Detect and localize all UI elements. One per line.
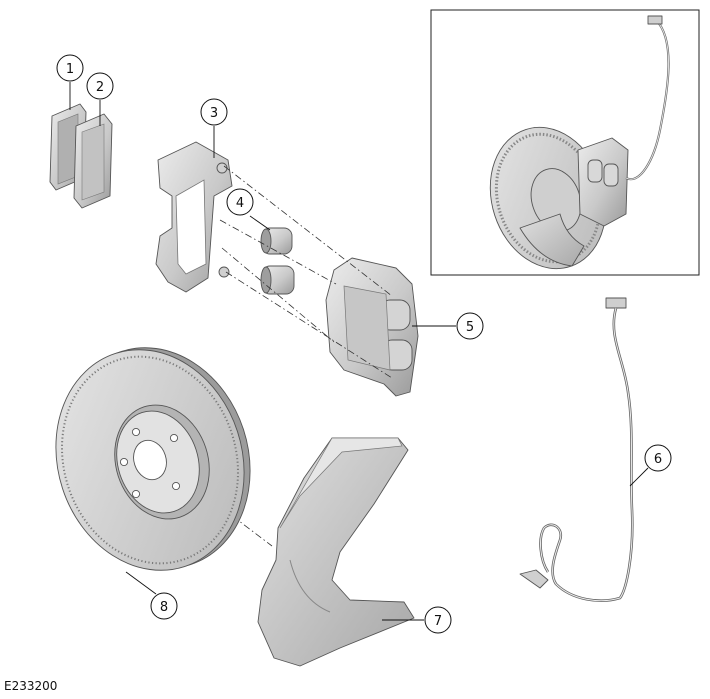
- brake-splash-shield: [257, 437, 415, 667]
- callout-label-8: 8: [160, 600, 168, 615]
- caliper-carrier-bracket: [155, 141, 233, 293]
- callout-4: 4: [226, 188, 271, 231]
- caliper-piston-upper: [260, 227, 293, 255]
- callout-6: 6: [629, 444, 672, 487]
- caliper-housing: [325, 257, 419, 397]
- callout-1: 1: [56, 54, 84, 110]
- callout-label-1: 1: [66, 62, 74, 77]
- callout-8: 8: [125, 571, 178, 620]
- callout-label-7: 7: [434, 614, 442, 629]
- callout-label-6: 6: [654, 452, 662, 467]
- brake-wear-sensor: [519, 297, 634, 602]
- figure-reference-code: E233200: [4, 679, 57, 693]
- brake-pad-outer: [73, 113, 113, 209]
- assembled-view-inset: [430, 9, 700, 276]
- callout-2: 2: [86, 72, 114, 126]
- callout-5: 5: [412, 312, 484, 340]
- caliper-piston-lower: [260, 265, 295, 295]
- callout-label-3: 3: [210, 106, 218, 121]
- callout-7: 7: [382, 606, 452, 634]
- callout-3: 3: [200, 98, 228, 158]
- brake-disc: [55, 347, 251, 571]
- callout-label-4: 4: [236, 196, 244, 211]
- callout-label-2: 2: [96, 80, 104, 95]
- callout-label-5: 5: [466, 320, 474, 335]
